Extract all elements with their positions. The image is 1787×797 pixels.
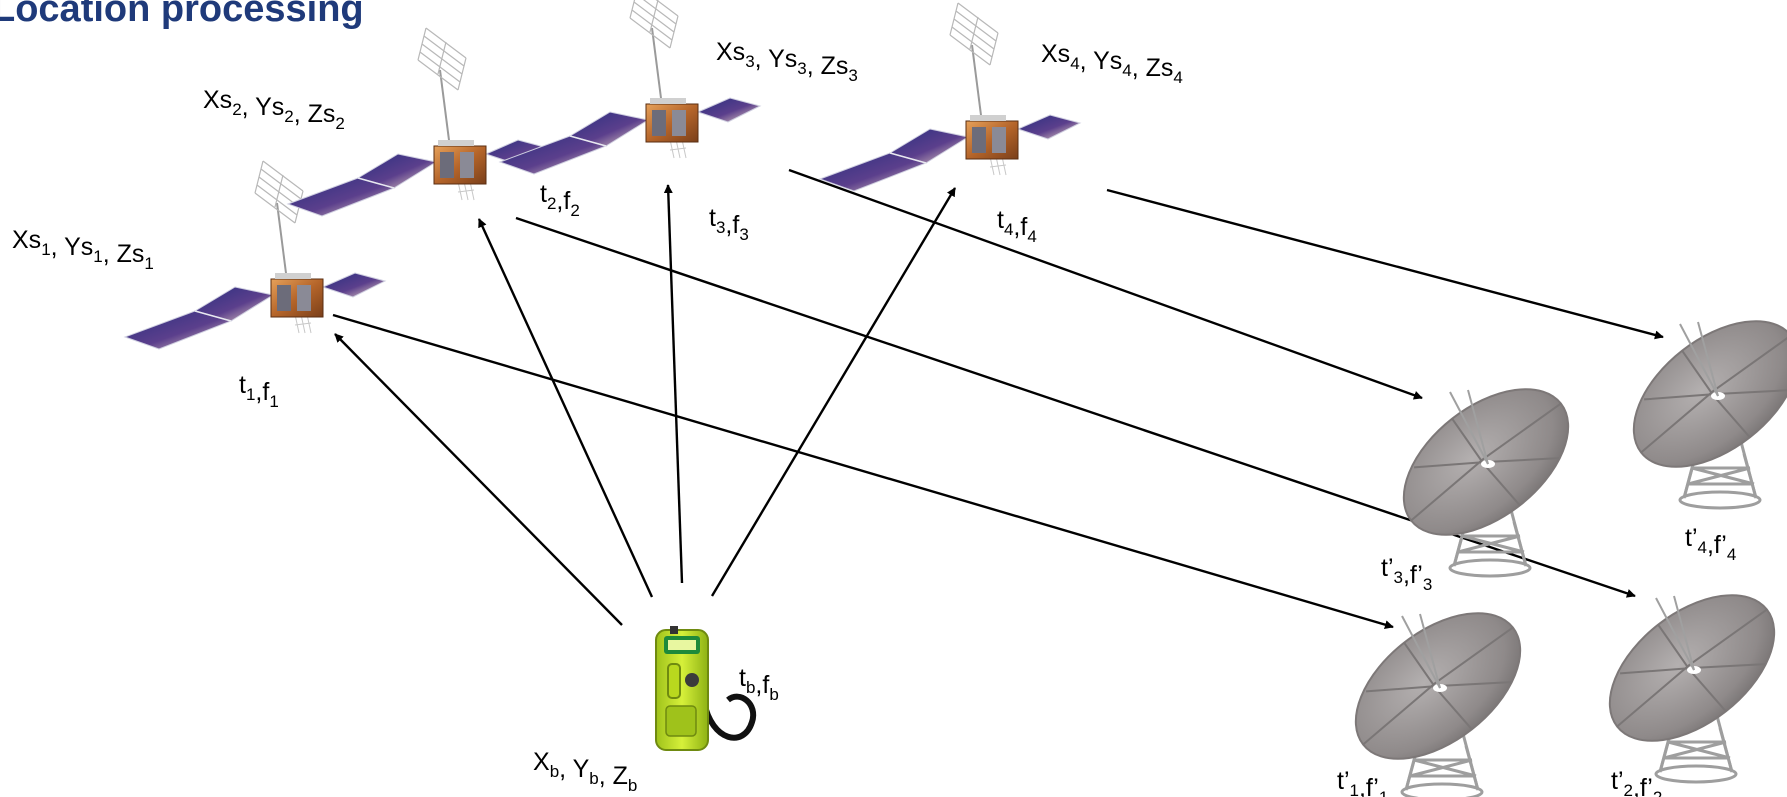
arrow-sat3-to-station3 <box>788 168 1423 400</box>
label-base: t <box>997 206 1004 234</box>
label-subscript: 2 <box>232 100 241 119</box>
label-base: , Y <box>559 755 589 783</box>
label-subscript: 2 <box>284 107 293 126</box>
label-base: Xs <box>716 38 745 66</box>
label-base: ,f <box>755 671 769 699</box>
station-3-signal-label: t’3,f’3 <box>1381 554 1432 594</box>
label-base: ,f <box>255 378 269 406</box>
label-base: ,f’ <box>1707 531 1727 559</box>
satellite-2-signal-label: t2,f2 <box>540 180 580 220</box>
label-base: , Ys <box>51 233 94 261</box>
label-subscript: 3 <box>745 52 754 71</box>
label-subscript: 4 <box>1173 68 1182 87</box>
label-subscript: 1 <box>93 247 102 266</box>
label-subscript: 4 <box>1122 61 1131 80</box>
label-subscript: 3 <box>1423 575 1432 594</box>
label-base: t <box>540 180 547 208</box>
dish-antenna-icon <box>1327 582 1549 797</box>
satellite-4-signal-label: t4,f4 <box>997 206 1037 246</box>
arrow-beacon-to-sat3 <box>663 184 684 584</box>
label-subscript: 2 <box>547 194 556 213</box>
label-base: ,f <box>556 187 570 215</box>
label-base: t <box>239 371 246 399</box>
label-base: ,f <box>1013 213 1027 241</box>
arrow-sat4-to-station4 <box>1106 188 1664 340</box>
label-base: t’ <box>1337 767 1350 795</box>
label-subscript: b <box>746 678 755 697</box>
label-subscript: b <box>769 685 778 704</box>
label-subscript: b <box>550 762 559 781</box>
beacon-icon <box>655 626 757 751</box>
label-base: , Ys <box>755 45 798 73</box>
page-title: Location processing <box>0 0 364 30</box>
label-base: ,f’ <box>1633 774 1653 797</box>
label-base: , Zs <box>103 240 145 268</box>
label-base: , Zs <box>294 100 336 128</box>
label-subscript: 1 <box>1350 781 1359 797</box>
label-base: , Ys <box>1080 47 1123 75</box>
label-subscript: 4 <box>1070 54 1079 73</box>
satellite-1-signal-label: t1,f1 <box>239 371 279 411</box>
label-subscript: 3 <box>739 225 748 244</box>
station-1-signal-label: t’1,f’1 <box>1337 767 1388 797</box>
label-subscript: 1 <box>246 385 255 404</box>
label-subscript: 1 <box>1379 788 1388 797</box>
label-subscript: 4 <box>1698 538 1707 557</box>
beacon-position-label: Xb, Yb, Zb <box>533 748 637 795</box>
label-base: , Zs <box>1132 54 1174 82</box>
satellite-4-position-label: Xs4, Ys4, Zs4 <box>1041 40 1183 87</box>
label-base: t’ <box>1611 767 1624 795</box>
label-base: t’ <box>1381 554 1394 582</box>
label-base: ,f <box>725 211 739 239</box>
beacon-signal-label: tb,fb <box>739 664 779 704</box>
dish-antenna-icon <box>1581 564 1787 784</box>
label-base: ,f’ <box>1403 561 1423 589</box>
station-2-signal-label: t’2,f’2 <box>1611 767 1662 797</box>
label-base: , Zs <box>807 52 849 80</box>
label-base: t <box>709 204 716 232</box>
label-subscript: 2 <box>1624 781 1633 797</box>
arrow-sat1-to-station1 <box>332 313 1394 630</box>
satellite-icon <box>819 2 1081 192</box>
label-base: Xs <box>12 226 41 254</box>
label-base: Xs <box>1041 40 1070 68</box>
label-subscript: 2 <box>570 201 579 220</box>
satellite-3-signal-label: t3,f3 <box>709 204 749 244</box>
satellite-2-position-label: Xs2, Ys2, Zs2 <box>203 86 345 133</box>
label-subscript: 4 <box>1004 220 1013 239</box>
label-subscript: 4 <box>1027 227 1036 246</box>
label-base: X <box>533 748 550 776</box>
dish-antenna-icon <box>1605 290 1787 510</box>
arrow-beacon-to-sat4 <box>710 187 957 597</box>
label-base: t’ <box>1685 524 1698 552</box>
label-subscript: 3 <box>848 66 857 85</box>
uplink-arrows <box>334 184 957 626</box>
label-subscript: 2 <box>335 114 344 133</box>
label-subscript: 1 <box>144 254 153 273</box>
label-subscript: 1 <box>269 392 278 411</box>
label-base: , Ys <box>242 93 285 121</box>
downlink-arrows <box>332 168 1664 630</box>
arrow-beacon-to-sat1 <box>334 333 623 626</box>
label-subscript: 3 <box>716 218 725 237</box>
label-subscript: b <box>589 769 598 788</box>
arrow-beacon-to-sat2 <box>477 218 654 598</box>
satellite-1-position-label: Xs1, Ys1, Zs1 <box>12 226 154 273</box>
label-base: ,f’ <box>1359 774 1379 797</box>
satellite-icon <box>499 0 761 175</box>
label-subscript: 3 <box>797 59 806 78</box>
label-subscript: 1 <box>41 240 50 259</box>
label-subscript: 2 <box>1653 788 1662 797</box>
label-base: Xs <box>203 86 232 114</box>
satellite-3-position-label: Xs3, Ys3, Zs3 <box>716 38 858 85</box>
label-base: , Z <box>599 762 628 790</box>
label-subscript: b <box>628 776 637 795</box>
label-base: t <box>739 664 746 692</box>
station-4-signal-label: t’4,f’4 <box>1685 524 1736 564</box>
label-subscript: 3 <box>1394 568 1403 587</box>
label-subscript: 4 <box>1727 545 1736 564</box>
